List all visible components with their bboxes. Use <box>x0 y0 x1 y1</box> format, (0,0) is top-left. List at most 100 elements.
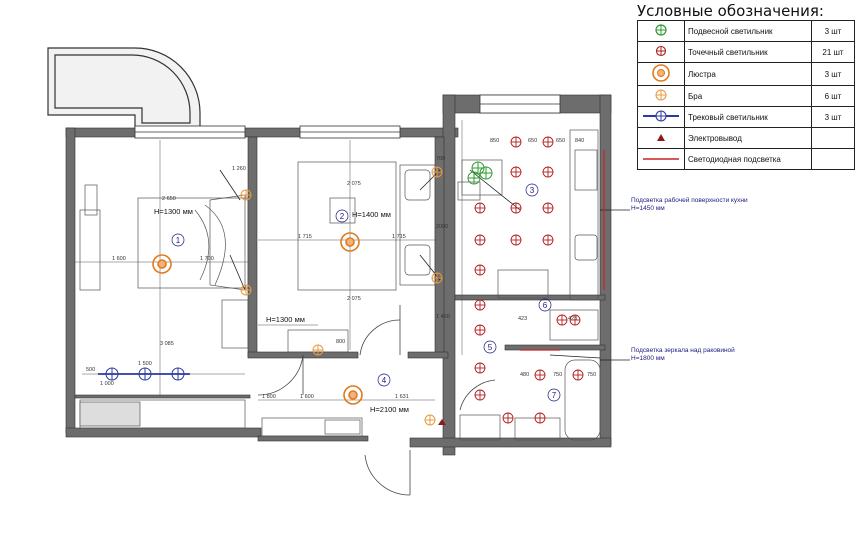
dim-label: 1 460 <box>436 314 450 320</box>
spot-light-icon <box>569 314 581 326</box>
legend-name: Трековый светильник <box>684 106 812 128</box>
legend-row: Трековый светильник 3 шт <box>637 106 855 128</box>
chandelier-icon <box>343 385 363 405</box>
spot-light-icon <box>510 202 522 214</box>
track-lights <box>98 367 190 381</box>
spot-light-icon <box>542 136 554 148</box>
legend-qty: 3 шт <box>811 62 855 86</box>
spot-light-icon <box>510 136 522 148</box>
spot-light-icon <box>510 166 522 178</box>
dim-label: 1 260 <box>232 166 246 172</box>
spot-light-icon <box>556 314 568 326</box>
pendant-lights <box>467 161 493 185</box>
dim-label: 2000 <box>436 224 448 230</box>
legend-name: Точечный светильник <box>684 41 812 63</box>
legend-name: Люстра <box>684 62 812 86</box>
balcony <box>47 47 201 131</box>
dim-label: 500 <box>86 367 95 373</box>
dim-label: 3 085 <box>160 341 174 347</box>
spot-light-icon <box>474 202 486 214</box>
dim-label: 2 075 <box>347 296 361 302</box>
spot-light-icon <box>474 299 486 311</box>
height-label-room2: H=1400 мм <box>352 210 391 219</box>
sconce-icon <box>431 272 443 284</box>
legend-name: Светодиодная подсветка <box>684 148 812 170</box>
spot-light-icon <box>474 264 486 276</box>
spot-lights <box>474 136 584 424</box>
doors <box>257 305 496 496</box>
legend-qty: 6 шт <box>811 85 855 107</box>
kitchen-led-title: Подсветка рабочей поверхности кухни <box>631 197 748 204</box>
furniture <box>79 129 601 441</box>
sconce-icon <box>424 414 436 426</box>
spot-light-icon <box>534 369 546 381</box>
sconce-icon <box>312 344 324 356</box>
chandelier-icon <box>340 232 360 252</box>
led-strips <box>520 150 605 351</box>
sconces <box>240 166 443 426</box>
room-number-2: 2 <box>340 212 345 221</box>
legend-qty: 3 шт <box>811 106 855 128</box>
walls <box>65 94 612 456</box>
dim-label: 1 600 <box>112 256 126 262</box>
kitchen-led-note: Подсветка рабочей поверхности кухни H=14… <box>631 197 748 213</box>
dim-label: 1 715 <box>392 234 406 240</box>
legend-name: Электровывод <box>684 127 812 149</box>
height-labels: H=1300 мм H=1400 мм H=1300 мм H=2100 мм <box>154 207 409 414</box>
spot-light-icon <box>510 234 522 246</box>
spot-light-icon <box>542 202 554 214</box>
sconce-icon <box>240 189 252 201</box>
dim-label: 423 <box>568 316 577 322</box>
dim-label: 423 <box>518 316 527 322</box>
room-number-4: 4 <box>382 376 387 385</box>
spot-light-icon <box>474 324 486 336</box>
dim-label: 850 <box>490 138 499 144</box>
room-number-7: 7 <box>552 391 557 400</box>
wiring <box>219 169 630 361</box>
track-light-icon <box>105 367 119 381</box>
dim-label: 1 631 <box>395 394 409 400</box>
dim-label: 700 <box>436 156 445 162</box>
legend-title: Условные обозначения: <box>637 2 824 20</box>
legend-qty: 3 шт <box>811 20 855 42</box>
spot-light-icon <box>474 362 486 374</box>
sconce-icon <box>655 89 667 101</box>
legend-table: Подвесной светильник 3 шт Точечный свети… <box>637 20 855 170</box>
dim-label: 750 <box>553 372 562 378</box>
chandelier-icon <box>152 254 172 274</box>
legend-row: Точечный светильник 21 шт <box>637 41 855 63</box>
dim-label: 2 075 <box>347 181 361 187</box>
track-light-icon <box>643 110 679 122</box>
chandelier-icon <box>652 64 670 82</box>
height-label-hall: H=2100 мм <box>370 405 409 414</box>
pendant-light-icon <box>655 24 667 36</box>
room-number-3: 3 <box>530 186 535 195</box>
led-strip-icon <box>643 157 679 160</box>
room-number-1: 1 <box>176 236 181 245</box>
dim-label: 480 <box>520 372 529 378</box>
mirror-led-title: Подсветка зеркала над раковиной <box>631 347 735 354</box>
electric-outlets <box>438 419 446 425</box>
legend-qty: 21 шт <box>811 41 855 63</box>
room-markers <box>171 183 561 402</box>
spot-light-icon <box>542 166 554 178</box>
dim-label: 650 <box>556 138 565 144</box>
windows <box>134 94 561 139</box>
room-number-5: 5 <box>488 343 493 352</box>
legend-row: Светодиодная подсветка <box>637 148 855 170</box>
legend-name: Бра <box>684 85 812 107</box>
dim-label: 1 000 <box>100 381 114 387</box>
pendant-light-icon <box>467 171 481 185</box>
legend-row: Люстра 3 шт <box>637 62 855 86</box>
spot-light-icon <box>474 234 486 246</box>
legend-qty <box>811 148 855 170</box>
spot-light-icon <box>655 45 667 57</box>
legend-qty <box>811 127 855 149</box>
track-light-icon <box>138 367 152 381</box>
dim-label: 800 <box>336 339 345 345</box>
mirror-led-note: Подсветка зеркала над раковиной H=1800 м… <box>631 347 735 363</box>
dim-label: 1 500 <box>138 361 152 367</box>
dim-label: 1 715 <box>298 234 312 240</box>
room-numbers: 1 2 3 4 5 6 7 <box>176 186 557 400</box>
